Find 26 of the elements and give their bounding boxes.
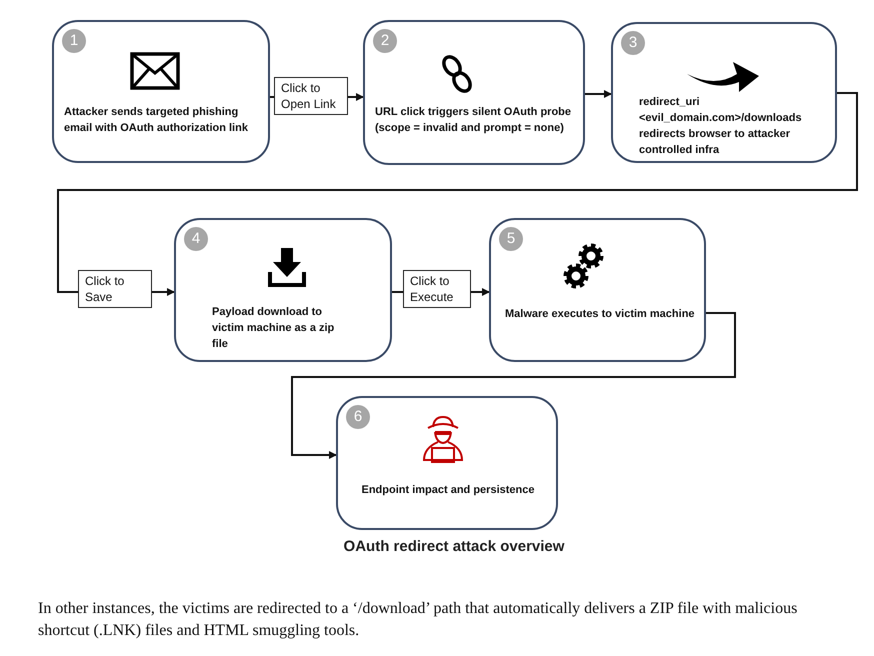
arrow [585,90,612,98]
step-description: redirect_uri <evil_domain.com>/downloads redirects browser to attacker controlled infra [639,95,803,158]
step-number-badge: 6 [346,405,370,429]
step-box [336,396,558,530]
edge-label: Click to Execute [403,270,471,308]
step-box [489,218,706,362]
step-box [363,20,585,165]
step-number-badge: 1 [62,29,86,53]
arrow [57,92,858,296]
step-description: URL click triggers silent OAuth probe (scope = invalid and prompt = none) [375,105,572,136]
step-box [52,20,270,163]
step-number-badge: 2 [373,29,397,53]
arrow [291,312,736,459]
step-number-badge: 5 [499,227,523,251]
step-number-badge: 4 [184,227,208,251]
step-number-badge: 3 [621,31,645,55]
step-box [174,218,392,362]
step-description: Payload download to victim machine as a zip file [212,305,336,352]
step-description: Malware executes to victim machine [505,307,696,322]
figure-caption: OAuth redirect attack overview [342,538,566,555]
body-paragraph: In other instances, the victims are redirected to a ‘/download’ path that automatically delivers a ZIP file with malicious shortcut (.LNK) files and HTML smuggling tools. [38,599,798,641]
edge-label: Click to Save [78,270,152,308]
edge-label: Click to Open Link [274,77,348,115]
step-box [611,22,837,163]
step-description: Endpoint impact and persistence [360,483,536,498]
step-description: Attacker sends targeted phishing email with OAuth authorization link [64,105,249,136]
